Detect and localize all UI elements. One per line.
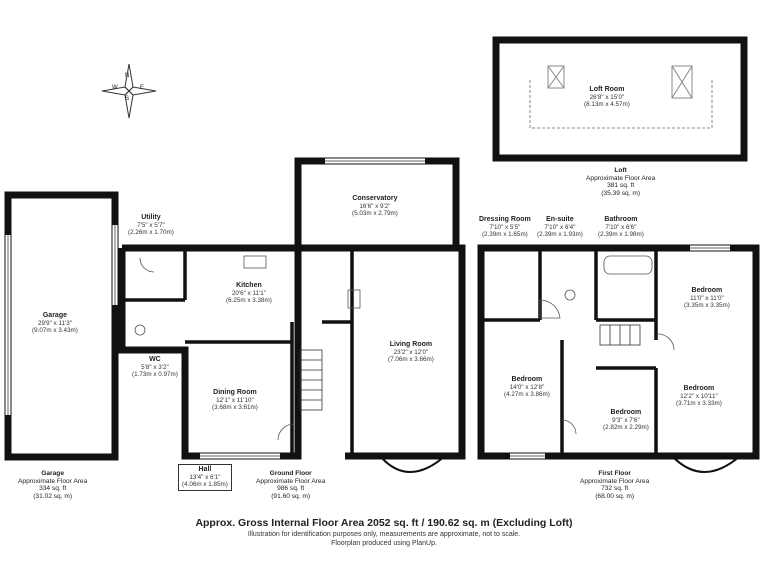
door-swing	[277, 423, 295, 441]
ground-floor-wall-east	[298, 244, 466, 460]
loft-skylight	[671, 65, 693, 99]
toilet	[134, 324, 146, 336]
ground-floor-wall	[118, 244, 302, 460]
shower-tray	[539, 299, 561, 319]
toilet	[564, 289, 576, 301]
door-swing	[561, 419, 577, 435]
compass-west: W	[112, 85, 118, 91]
compass-south: S	[125, 96, 130, 102]
hob	[347, 289, 361, 309]
living-bay-window	[379, 455, 446, 473]
disclaimer-line: Illustration for identification purposes…	[247, 531, 521, 538]
disclaimer-line: Floorplan produced using PlanUp.	[331, 539, 437, 547]
gross-floor-area-headline: Approx. Gross Internal Floor Area 2052 s…	[195, 517, 573, 529]
bathtub	[603, 255, 653, 275]
door-swing	[139, 257, 155, 273]
kitchen-sink	[243, 255, 267, 269]
disclaimer: Illustration for identification purposes…	[0, 531, 768, 549]
compass-east: E	[140, 85, 145, 91]
loft-wall	[492, 36, 748, 162]
loft-skylight	[547, 65, 565, 89]
first-floor-wall	[477, 244, 760, 460]
door-swing	[657, 333, 675, 351]
compass-icon	[101, 63, 157, 119]
bedroom-bay-window	[671, 455, 741, 473]
compass-north: N	[125, 73, 130, 79]
